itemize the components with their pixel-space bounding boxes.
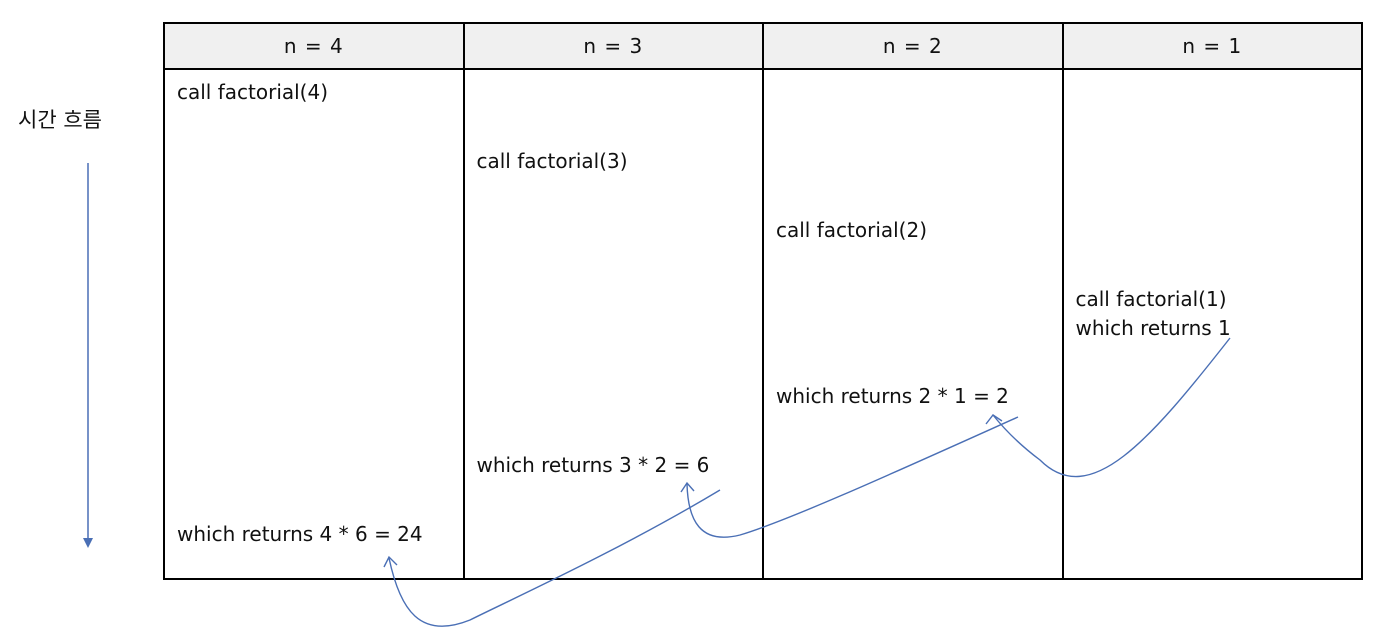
column-n4: n = 4 call factorial(4) which returns 4 … <box>165 24 465 578</box>
column-header: n = 2 <box>764 24 1062 70</box>
column-n1: n = 1 call factorial(1) which returns 1 <box>1063 24 1361 578</box>
return-text: which returns 3 * 2 = 6 <box>476 453 710 477</box>
column-n3: n = 3 call factorial(3) which returns 3 … <box>464 24 764 578</box>
return-text: which returns 4 * 6 = 24 <box>177 522 423 546</box>
call-text: call factorial(3) <box>476 149 628 173</box>
return-text: which returns 1 <box>1075 316 1231 340</box>
return-text: which returns 2 * 1 = 2 <box>776 384 1009 408</box>
time-flow-arrow <box>83 163 93 548</box>
column-header: n = 1 <box>1063 24 1361 70</box>
column-header: n = 4 <box>165 24 463 70</box>
column-n2: n = 2 call factorial(2) which returns 2 … <box>764 24 1064 578</box>
recursion-table: n = 4 call factorial(4) which returns 4 … <box>163 22 1363 580</box>
call-text: call factorial(4) <box>177 80 329 104</box>
column-header: n = 3 <box>464 24 762 70</box>
time-flow-label: 시간 흐름 <box>18 108 102 132</box>
call-text: call factorial(2) <box>776 218 928 242</box>
call-text: call factorial(1) <box>1075 287 1227 311</box>
